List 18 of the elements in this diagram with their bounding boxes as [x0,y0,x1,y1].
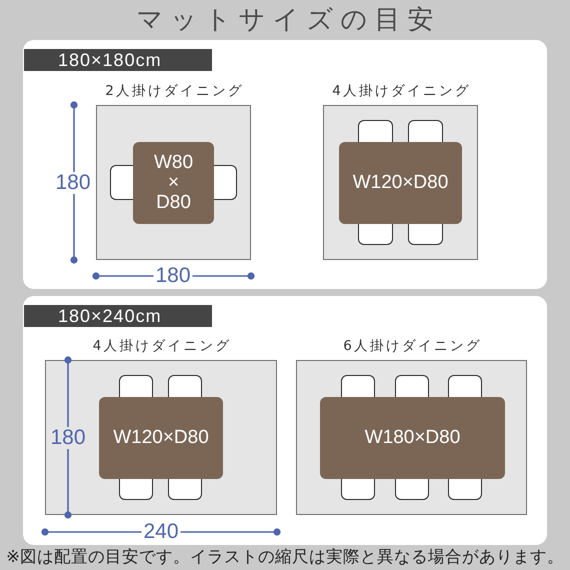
table-top [339,142,462,224]
layout-heading: 4人掛けダイニング [331,83,471,99]
size-label: W80 × D80 [154,153,194,213]
size-panel [23,296,547,545]
layout-heading: 6人掛けダイニング [342,338,482,354]
footnote: ※図は配置の目安です。イラストの縮尺は実際と異なる場合があります。 [6,546,564,568]
size-label: W120×D80 [113,428,209,448]
table-top [320,397,505,479]
page-title: マットサイズの目安 [136,4,440,37]
size-tag: 180×180cm [24,49,212,71]
size-tag: 180×240cm [24,305,212,327]
table-top [133,142,214,224]
table-top [99,397,223,479]
layout-heading: 2人掛けダイニング [104,83,244,99]
size-label: W180×D80 [364,428,460,448]
size-panel [23,40,547,289]
layout-heading: 4人掛けダイニング [92,338,232,354]
size-label: W120×D80 [352,173,448,193]
